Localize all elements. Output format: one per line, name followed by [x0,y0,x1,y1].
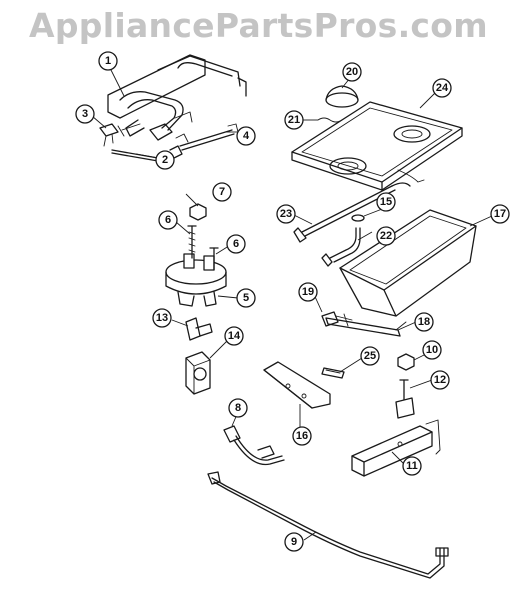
part-electrode [99,123,119,147]
callout-13: 13 [152,308,172,328]
callout-2: 2 [155,150,175,170]
part-burner-assembly [107,54,247,141]
callout-label: 21 [288,114,300,126]
callout-3: 3 [75,104,95,124]
callout-25: 25 [360,346,380,366]
part-bracket-rod [175,123,239,151]
callout-11: 11 [402,456,422,476]
part-heat-shield [263,361,331,409]
part-regulator [185,351,211,395]
watermark: AppliancePartsPros.com [29,6,488,45]
callout-label: 8 [235,402,241,414]
callout-24: 24 [432,78,452,98]
callout-16: 16 [292,426,312,446]
callout-label: 6 [165,214,171,226]
callout-8: 8 [228,398,248,418]
callout-10: 10 [422,340,442,360]
callout-5: 5 [236,288,256,308]
callout-label: 22 [380,230,392,242]
part-thermocouple [395,379,415,419]
callout-label: 23 [280,208,292,220]
part-burner-cap [325,85,359,108]
part-long-gas-line [207,471,449,579]
callout-label: 5 [243,292,249,304]
part-gasket [351,214,365,222]
callout-label: 4 [243,130,250,142]
part-igniter-housing [351,419,441,477]
callout-17: 17 [490,204,510,224]
callout-15: 15 [376,192,396,212]
part-clip-hardware [321,311,353,327]
callout-6-right: 6 [226,234,246,254]
callout-23: 23 [276,204,296,224]
callout-19: 19 [298,282,318,302]
part-bracket-strip [325,317,407,337]
callout-18: 18 [414,312,434,332]
part-screw [187,225,197,259]
callout-label: 15 [380,196,392,208]
callout-label: 20 [346,66,358,78]
callout-label: 2 [162,154,168,166]
callout-label: 10 [426,344,438,356]
part-curved-tube [321,227,361,267]
part-valve-assembly [165,253,227,307]
callout-1: 1 [98,51,118,71]
callout-9: 9 [284,532,304,552]
part-small-bracket [321,367,345,379]
part-nut [189,203,207,221]
callout-label: 1 [105,55,111,67]
part-small-nut [397,353,415,371]
part-flex-line [223,425,285,466]
callout-label: 11 [406,460,418,472]
callout-6-upper: 6 [158,210,178,230]
callout-20: 20 [342,62,362,82]
callout-label: 16 [296,430,308,442]
leader-lines [91,67,493,541]
callout-label: 9 [291,536,297,548]
callout-label: 19 [302,286,314,298]
callout-22: 22 [376,226,396,246]
callout-12: 12 [430,370,450,390]
part-burner-box [291,101,463,191]
part-drip-tray [339,209,477,317]
callout-label: 13 [156,312,168,324]
callout-label: 18 [418,316,430,328]
callout-14: 14 [224,326,244,346]
callout-label: 12 [434,374,446,386]
callout-7: 7 [212,182,232,202]
callout-21: 21 [284,110,304,130]
part-fitting [185,317,213,341]
part-screw-right [209,247,219,271]
callout-label: 17 [494,208,506,220]
part-clip [317,117,343,123]
callout-label: 7 [219,186,225,198]
callout-label: 14 [228,330,241,342]
callout-label: 3 [82,108,88,120]
callout-4: 4 [236,126,256,146]
callout-label: 24 [436,82,449,94]
callout-label: 25 [364,350,376,362]
callout-label: 6 [233,238,239,250]
